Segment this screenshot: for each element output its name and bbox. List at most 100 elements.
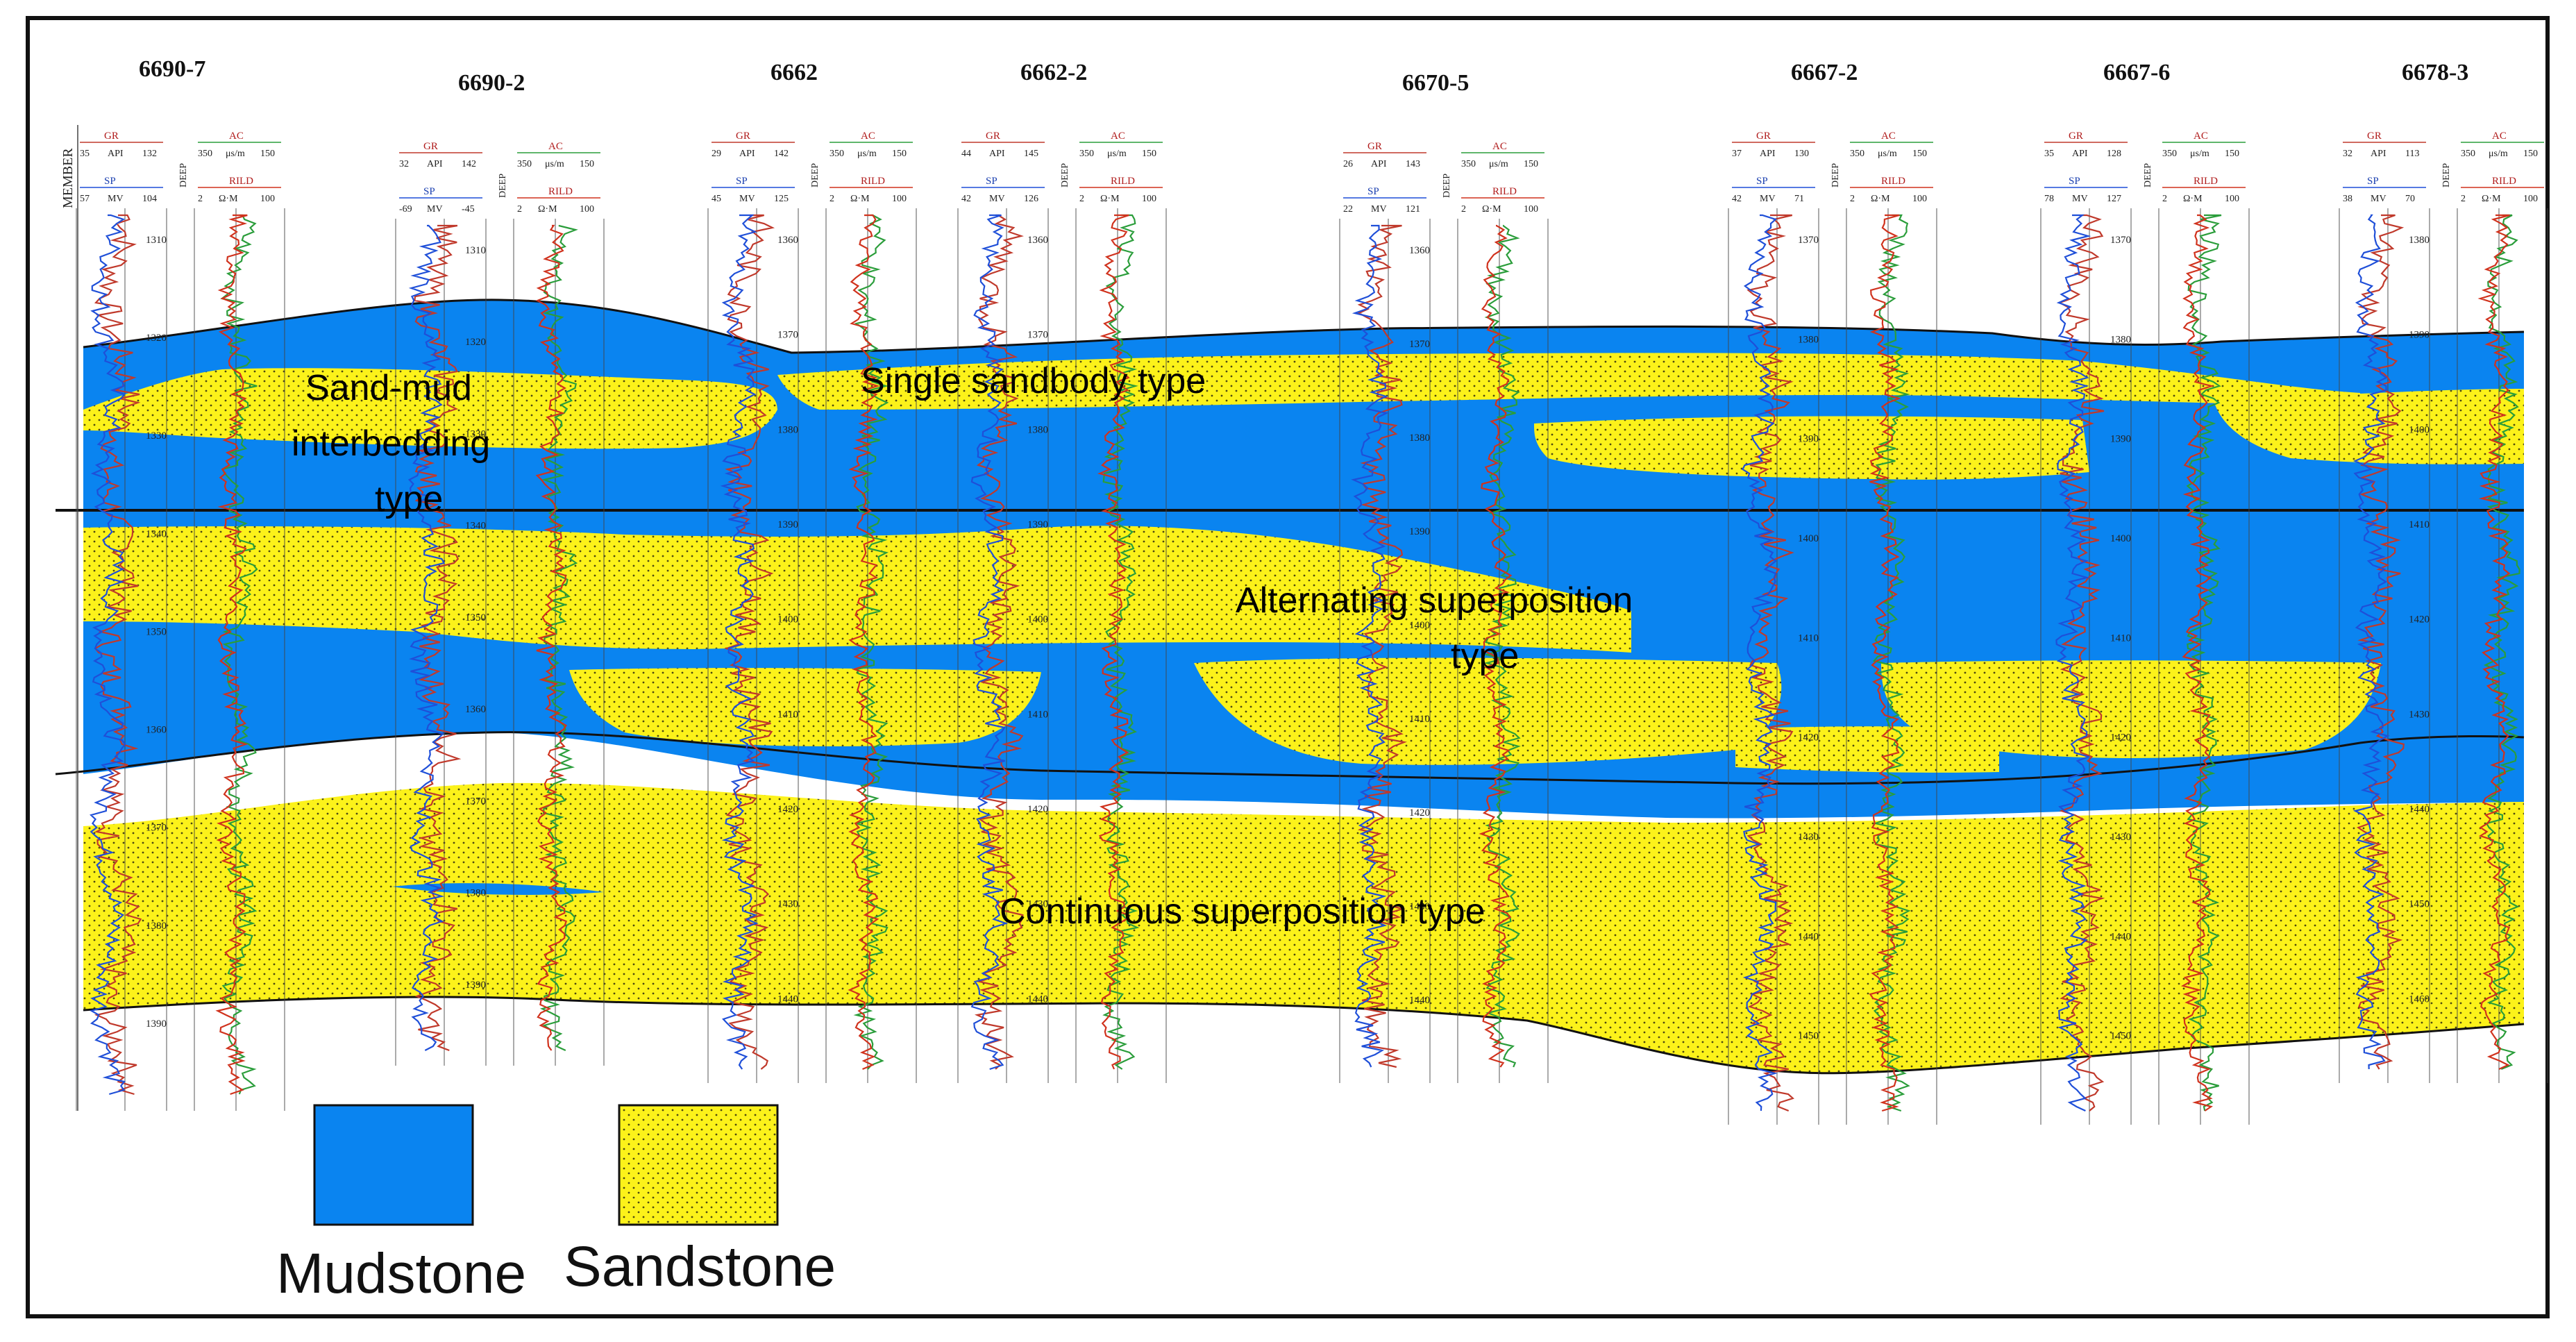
rild-unit: Ω·M: [850, 194, 870, 204]
gr-label: GR: [2069, 131, 2083, 142]
ac-min: 350: [1079, 149, 1094, 159]
annotation-alternating-line2: type: [1451, 636, 1519, 676]
deep-label: DEEP: [178, 163, 189, 187]
sp-label: SP: [2069, 176, 2080, 187]
annotation-sand-mud-line2: interbedding: [292, 423, 490, 464]
deep-label: DEEP: [2441, 163, 2452, 187]
depth-tick-label: 1370: [2110, 235, 2131, 246]
depth-tick-label: 1410: [777, 709, 798, 720]
ac-label: AC: [1492, 141, 1507, 152]
depth-tick-label: 1420: [2110, 732, 2131, 744]
deep-label: DEEP: [1830, 163, 1841, 187]
depth-tick-label: 1360: [465, 704, 486, 715]
depth-tick-label: 1430: [777, 899, 798, 910]
depth-tick-label: 1410: [1027, 709, 1048, 720]
depth-tick-label: 1410: [2110, 632, 2131, 644]
rild-label: RILD: [2194, 176, 2218, 187]
gr-max: 142: [774, 149, 789, 159]
depth-tick-label: 1440: [1798, 931, 1819, 942]
sp-curve: [720, 214, 759, 1070]
deep-label: DEEP: [810, 163, 820, 187]
sp-max: 126: [1024, 194, 1038, 204]
depth-tick-label: 1400: [2409, 424, 2430, 435]
depth-tick-label: 1420: [1409, 807, 1430, 819]
depth-tick-label: 1440: [2110, 931, 2131, 942]
sp-label: SP: [423, 186, 435, 197]
gr-curve: [1357, 224, 1408, 1068]
rild-unit: Ω·M: [2482, 194, 2501, 204]
ac-min: 350: [830, 149, 844, 159]
sp-min: 78: [2044, 194, 2054, 204]
well-name: 6667-2: [1791, 60, 1858, 85]
ac-min: 350: [2461, 149, 2475, 159]
rild-curve: [2180, 214, 2214, 1112]
depth-tick-label: 1440: [1027, 993, 1048, 1005]
depth-tick-label: 1370: [146, 823, 167, 834]
depth-tick-label: 1390: [146, 1018, 167, 1030]
depth-tick-label: 1450: [1798, 1031, 1819, 1042]
gr-curve: [94, 214, 142, 1096]
depth-tick-label: 1390: [1409, 526, 1430, 537]
well-name: 6662: [771, 60, 818, 85]
ac-label: AC: [1881, 131, 1896, 142]
gr-max: 113: [2405, 149, 2419, 159]
depth-tick-label: 1460: [2409, 993, 2430, 1005]
rild-max: 100: [892, 194, 907, 204]
sandstone-body: [1534, 416, 2089, 480]
rild-unit: Ω·M: [2183, 194, 2203, 204]
sp-min: 42: [961, 194, 971, 204]
sp-max: 71: [1794, 194, 1804, 204]
sp-min: 42: [1732, 194, 1742, 204]
ac-label: AC: [2492, 131, 2507, 142]
depth-tick-label: 1360: [146, 725, 167, 736]
sp-min: 38: [2343, 194, 2352, 204]
sandstone-body: [1194, 657, 1782, 765]
rild-min: 2: [1461, 204, 1466, 215]
gr-min: 35: [80, 149, 90, 159]
ac-unit: μs/m: [226, 149, 245, 159]
sp-curve: [2352, 214, 2390, 1070]
depth-tick-label: 1390: [1027, 519, 1048, 530]
rild-curve: [1479, 224, 1513, 1068]
sp-max: 121: [1406, 204, 1420, 215]
ac-label: AC: [229, 131, 244, 142]
sp-unit: MV: [989, 194, 1005, 204]
gr-min: 32: [399, 159, 409, 169]
depth-tick-label: 1420: [777, 804, 798, 815]
depth-tick-label: 1420: [2409, 614, 2430, 626]
type-annotations: Sand-mud interbedding type Single sandbo…: [292, 361, 1633, 932]
depth-tick-label: 1400: [777, 614, 798, 626]
annotation-sand-mud-line3: type: [375, 479, 443, 519]
ac-min: 350: [1461, 159, 1476, 169]
legend: Mudstone Sandstone: [276, 1104, 836, 1305]
rild-max: 100: [2225, 194, 2239, 204]
gr-label: GR: [1756, 131, 1771, 142]
depth-tick-label: 1380: [1027, 424, 1048, 435]
sp-label: SP: [104, 176, 116, 187]
depth-tick-label: 1440: [2409, 804, 2430, 815]
ac-max: 150: [260, 149, 275, 159]
rild-unit: Ω·M: [219, 194, 238, 204]
deep-label: DEEP: [1442, 174, 1452, 198]
depth-tick-label: 1370: [777, 330, 798, 341]
rild-curve: [215, 214, 249, 1096]
depth-tick-label: 1360: [777, 235, 798, 246]
depth-tick-label: 1360: [1027, 235, 1048, 246]
sp-unit: MV: [2072, 194, 2088, 204]
depth-tick-label: 1330: [465, 428, 486, 439]
depth-tick-label: 1430: [1798, 832, 1819, 843]
ac-unit: μs/m: [857, 149, 877, 159]
depth-tick-label: 1440: [1409, 995, 1430, 1006]
depth-tick-label: 1320: [465, 337, 486, 348]
legend-mudstone-label: Mudstone: [276, 1242, 526, 1305]
well-name: 6678-3: [2402, 60, 2468, 85]
ac-unit: μs/m: [1107, 149, 1127, 159]
legend-mudstone-swatch: [313, 1104, 474, 1226]
gr-label: GR: [423, 141, 438, 152]
gr-min: 26: [1343, 159, 1353, 169]
sp-curve: [1351, 224, 1389, 1068]
ac-label: AC: [1111, 131, 1125, 142]
sp-max: 127: [2107, 194, 2121, 204]
